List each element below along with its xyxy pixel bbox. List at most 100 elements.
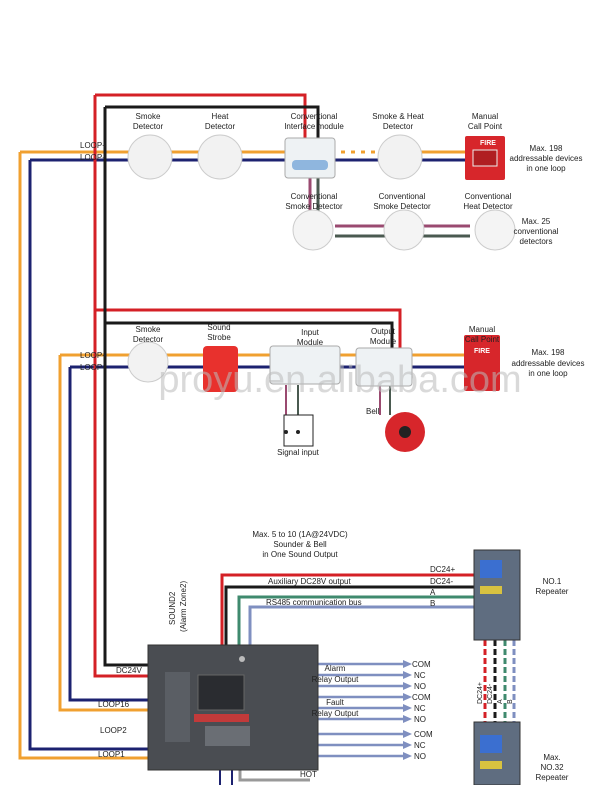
bus-label: B (430, 599, 435, 608)
signal-input-label: Signal input (277, 448, 320, 457)
relay-terminal: NO (414, 715, 426, 724)
sound-note: Sounder & Bell (273, 540, 327, 549)
device-label: Sound (207, 323, 230, 332)
loop-note: Max. 198 (532, 348, 565, 357)
fire-alarm-control-panel[interactable] (147, 644, 319, 771)
loop-plus-label: LOOP+ (80, 351, 107, 360)
conv-note: detectors (520, 237, 553, 246)
dc24v-label: DC24V (116, 666, 142, 675)
panel-lock (239, 656, 245, 662)
loop2-wiring (58, 95, 465, 712)
device-label: Heat (212, 112, 230, 121)
hot-label: HOT (300, 770, 317, 779)
bus-label: A (430, 588, 436, 597)
device-label: Module (370, 337, 397, 346)
relay-terminal: NO (414, 752, 426, 761)
relay-terminal: NC (414, 704, 426, 713)
device-label: Manual (472, 112, 498, 121)
switch-contact (296, 430, 300, 434)
heat-detector[interactable] (197, 134, 243, 180)
repeater-leds (480, 761, 502, 769)
loop16-label: LOOP16 (98, 700, 130, 709)
smoke-detector[interactable] (127, 134, 173, 180)
repeater-labels: NO.1 Repeater Max. NO.32 Repeater DC24+ … (477, 577, 569, 782)
device-label: Detector (383, 122, 414, 131)
device-label: Smoke (136, 325, 161, 334)
device-label: Output (371, 327, 396, 336)
manual-call-point[interactable] (464, 335, 500, 391)
device-label: Interface module (284, 122, 344, 131)
loop-note: addressable devices (510, 154, 583, 163)
conv-note: Max. 25 (522, 217, 551, 226)
repeater-label: NO.1 (543, 577, 562, 586)
device-label: Smoke Detector (285, 202, 343, 211)
conventional-heat-detector[interactable] (474, 209, 516, 251)
bell-label: Bell (366, 407, 380, 416)
bell-center (399, 426, 411, 438)
relay-arrowheads (403, 660, 412, 760)
loop-minus-label: LOOP- (80, 363, 105, 372)
conventional-smoke-detector-1[interactable] (292, 209, 334, 251)
sound2-label: SOUND2 (168, 591, 177, 625)
sound-note: in One Sound Output (262, 550, 338, 559)
conv-note: conventional (514, 227, 559, 236)
relay-terminal: COM (412, 660, 431, 669)
conventional-smoke-detector-2[interactable] (383, 209, 425, 251)
loop1-wiring (18, 93, 470, 760)
device-label: Input (301, 328, 320, 337)
sound-strobe[interactable] (203, 346, 238, 392)
repeater-screen (480, 560, 502, 578)
svg-text:FIRE: FIRE (474, 348, 490, 355)
repeater-screen (480, 735, 502, 753)
loop2-label: LOOP2 (100, 726, 127, 735)
loop2-devices: FIRE (127, 335, 500, 452)
device-label: Heat Detector (463, 202, 513, 211)
relay-terminal: NO (414, 682, 426, 691)
panel-keypad[interactable] (205, 726, 250, 746)
bus-label: DC24- (487, 683, 494, 704)
device-label: Detector (133, 122, 164, 131)
device-label: Detector (205, 122, 236, 131)
device-label: Call Point (465, 335, 500, 344)
repeater-label: NO.32 (540, 763, 564, 772)
relay-terminal: COM (412, 693, 431, 702)
repeater-32[interactable] (473, 721, 521, 785)
output-module[interactable] (355, 347, 413, 387)
smoke-heat-detector[interactable] (377, 134, 423, 180)
bus-label: DC24+ (430, 565, 455, 574)
bus-label: DC24- (430, 577, 453, 586)
fault-relay-label: Relay Output (312, 709, 359, 718)
bus-label: B (507, 699, 514, 704)
device-label: Conventional (379, 192, 426, 201)
switch-contact (284, 430, 288, 434)
call-point-glass (472, 149, 498, 167)
alarm-relay-label: Relay Output (312, 675, 359, 684)
aux-output-label: Auxiliary DC28V output (268, 577, 351, 586)
repeater-label: Max. (543, 753, 560, 762)
smoke-detector[interactable] (127, 341, 169, 383)
input-module[interactable] (269, 345, 341, 385)
device-label: Module (297, 338, 324, 347)
loop-note: in one loop (526, 164, 566, 173)
watermark: proyu.en.alibaba.com (158, 359, 521, 401)
bus-label: A (497, 699, 504, 704)
sound2-label: (Alarm Zone2) (179, 581, 188, 632)
conventional-interface-module[interactable] (284, 137, 336, 179)
panel-buttons[interactable] (194, 714, 249, 722)
device-label: Conventional (465, 192, 512, 201)
relay-terminal: COM (414, 730, 433, 739)
alarm-relay-label: Alarm (325, 664, 346, 673)
device-label: Strobe (207, 333, 231, 342)
sound-note: Max. 5 to 10 (1A@24VDC) (252, 530, 348, 539)
repeater-label: Repeater (536, 587, 569, 596)
bus-label: DC24+ (477, 682, 484, 704)
rs485-label: RS485 communication bus (266, 598, 362, 607)
relay-terminal: NC (414, 671, 426, 680)
loop-note: in one loop (528, 369, 568, 378)
loop1-devices: FIRE (127, 134, 516, 251)
device-label: Manual (469, 325, 495, 334)
device-label: Smoke & Heat (372, 112, 424, 121)
device-label: Conventional (291, 192, 338, 201)
repeater-1[interactable] (473, 549, 521, 641)
